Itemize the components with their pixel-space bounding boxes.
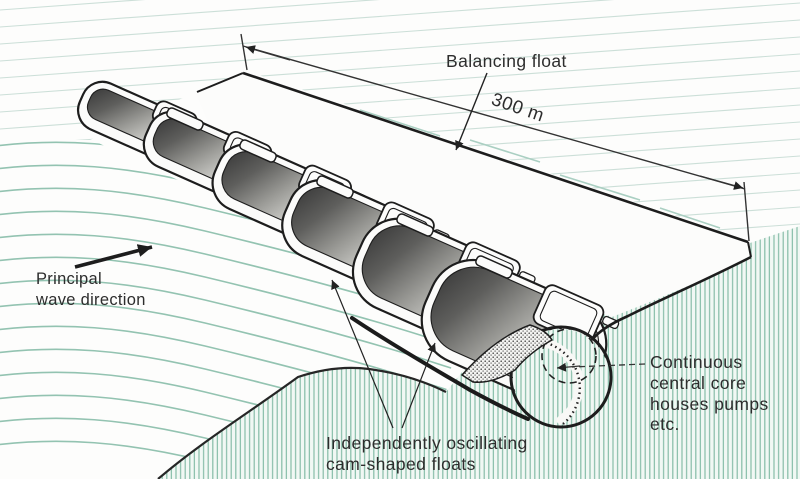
sea-line xyxy=(0,0,800,45)
duck-beak xyxy=(460,324,554,383)
float-waterline-shadow xyxy=(350,316,530,421)
core-dashed-circle xyxy=(541,328,597,384)
plate-end-sweep xyxy=(590,255,752,341)
core-outer-circle xyxy=(509,325,613,429)
label-cam-floats-2: cam-shaped floats xyxy=(326,454,476,474)
sea-line xyxy=(0,19,800,79)
label-wave-direction-2: wave direction xyxy=(35,291,146,309)
cam-floats-leader-lines xyxy=(331,279,436,429)
label-central-core-3: houses pumps xyxy=(650,394,769,414)
sea-line xyxy=(0,36,800,96)
dimension-line xyxy=(242,45,746,190)
core-white-band xyxy=(531,337,584,425)
wave-line xyxy=(0,279,452,381)
float-connector-link xyxy=(396,213,434,237)
label-central-core-1: Continuous xyxy=(650,352,743,372)
sea-line xyxy=(0,2,800,62)
dimension-arrow-left xyxy=(245,45,291,61)
label-central-core-2: central core xyxy=(650,373,746,393)
sea-line xyxy=(0,0,800,28)
wave-direction-arrow xyxy=(74,244,153,269)
balancing-float-arrow xyxy=(455,72,488,151)
core-end-hatch xyxy=(513,329,609,425)
float-connector-link xyxy=(239,139,277,163)
label-wave-direction-1: Principal xyxy=(36,270,102,288)
wave-crest-hatch xyxy=(158,226,800,479)
dimension-extension-right xyxy=(743,181,750,242)
wave-line xyxy=(0,302,452,404)
sea-line xyxy=(0,0,800,11)
label-central-core-4: etc. xyxy=(650,414,680,434)
float-connector-link xyxy=(316,175,354,199)
label-balancing-float: Balancing float xyxy=(446,51,567,71)
central-core-leader xyxy=(556,362,646,372)
float-connector-link xyxy=(475,255,513,279)
balancing-float-plate xyxy=(196,71,752,317)
dimension-300m xyxy=(240,33,750,242)
float-connector-link xyxy=(166,107,204,131)
wave-crest-outline xyxy=(157,366,447,479)
dimension-label: 300 m xyxy=(489,88,547,126)
dimension-arrow-right xyxy=(699,175,744,190)
label-cam-floats-1: Independently oscillating xyxy=(326,433,528,453)
dimension-extension-left xyxy=(240,33,248,71)
central-core-cross-section xyxy=(350,255,752,429)
